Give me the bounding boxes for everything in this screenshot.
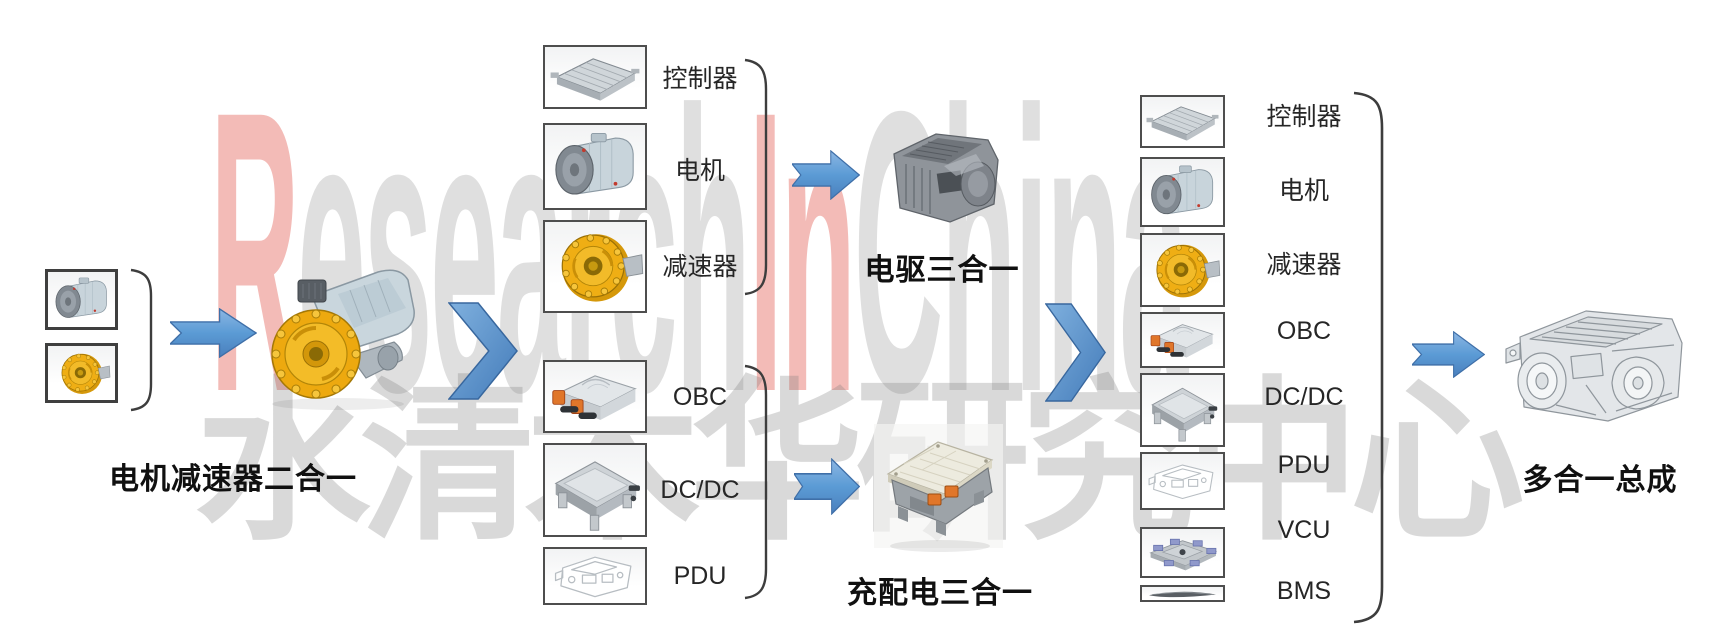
pdu-image — [1140, 452, 1225, 510]
component-label-obc: OBC — [672, 383, 728, 411]
charging-3in1-image — [870, 418, 1007, 558]
reducer-image — [1140, 233, 1225, 307]
obc-image — [543, 360, 647, 433]
component-label-bms: BMS — [1276, 577, 1332, 605]
bracket — [130, 268, 153, 412]
component-label-obc: OBC — [1276, 317, 1332, 345]
controller-image — [1140, 95, 1225, 148]
component-label-dcdc: DC/DC — [1264, 383, 1344, 411]
bracket — [744, 364, 768, 600]
multi-in-one-image — [1486, 293, 1698, 439]
component-label-vcu: VCU — [1277, 516, 1331, 544]
arrow-right-icon — [792, 150, 860, 200]
vcu-image — [1140, 527, 1225, 578]
motor-reducer-2in1-image — [250, 260, 430, 412]
motor-image — [1140, 157, 1225, 227]
component-label-motor: 电机 — [1278, 177, 1329, 205]
bracket — [744, 58, 768, 296]
edrive-3in1-image — [872, 118, 1012, 238]
pdu-image — [543, 547, 647, 605]
arrow-right-icon — [1412, 331, 1485, 378]
component-label-reducer: 减速器 — [662, 253, 738, 281]
component-label-pdu: PDU — [673, 562, 727, 590]
bms-image — [1140, 585, 1225, 602]
charging-3in1-label: 充配电三合一 — [847, 577, 1033, 610]
component-label-motor: 电机 — [674, 157, 725, 185]
stage1-label: 电机减速器二合一 — [109, 463, 357, 496]
watermark-text-part: China — [853, 28, 1189, 475]
arrow-right-icon — [794, 458, 860, 515]
obc-image — [1140, 312, 1225, 368]
edrive-3in1-label: 电驱三合一 — [864, 254, 1020, 287]
controller-image — [543, 45, 647, 109]
dcdc-image — [543, 443, 647, 537]
multi-in-one-label: 多合一总成 — [1522, 464, 1678, 497]
arrow-right-icon — [170, 308, 257, 358]
component-label-dcdc: DC/DC — [660, 476, 740, 504]
chevron-right-icon — [1045, 303, 1106, 402]
component-label-pdu: PDU — [1277, 451, 1331, 479]
reducer-image — [543, 220, 647, 313]
component-label-controller: 控制器 — [1266, 103, 1342, 131]
component-label-reducer: 减速器 — [1266, 251, 1342, 279]
chevron-right-icon — [448, 302, 518, 400]
motor-image — [45, 269, 118, 330]
bracket — [1353, 91, 1384, 624]
dcdc-image — [1140, 373, 1225, 447]
reducer-image — [45, 343, 118, 403]
component-label-controller: 控制器 — [662, 65, 738, 93]
motor-image — [543, 123, 647, 210]
